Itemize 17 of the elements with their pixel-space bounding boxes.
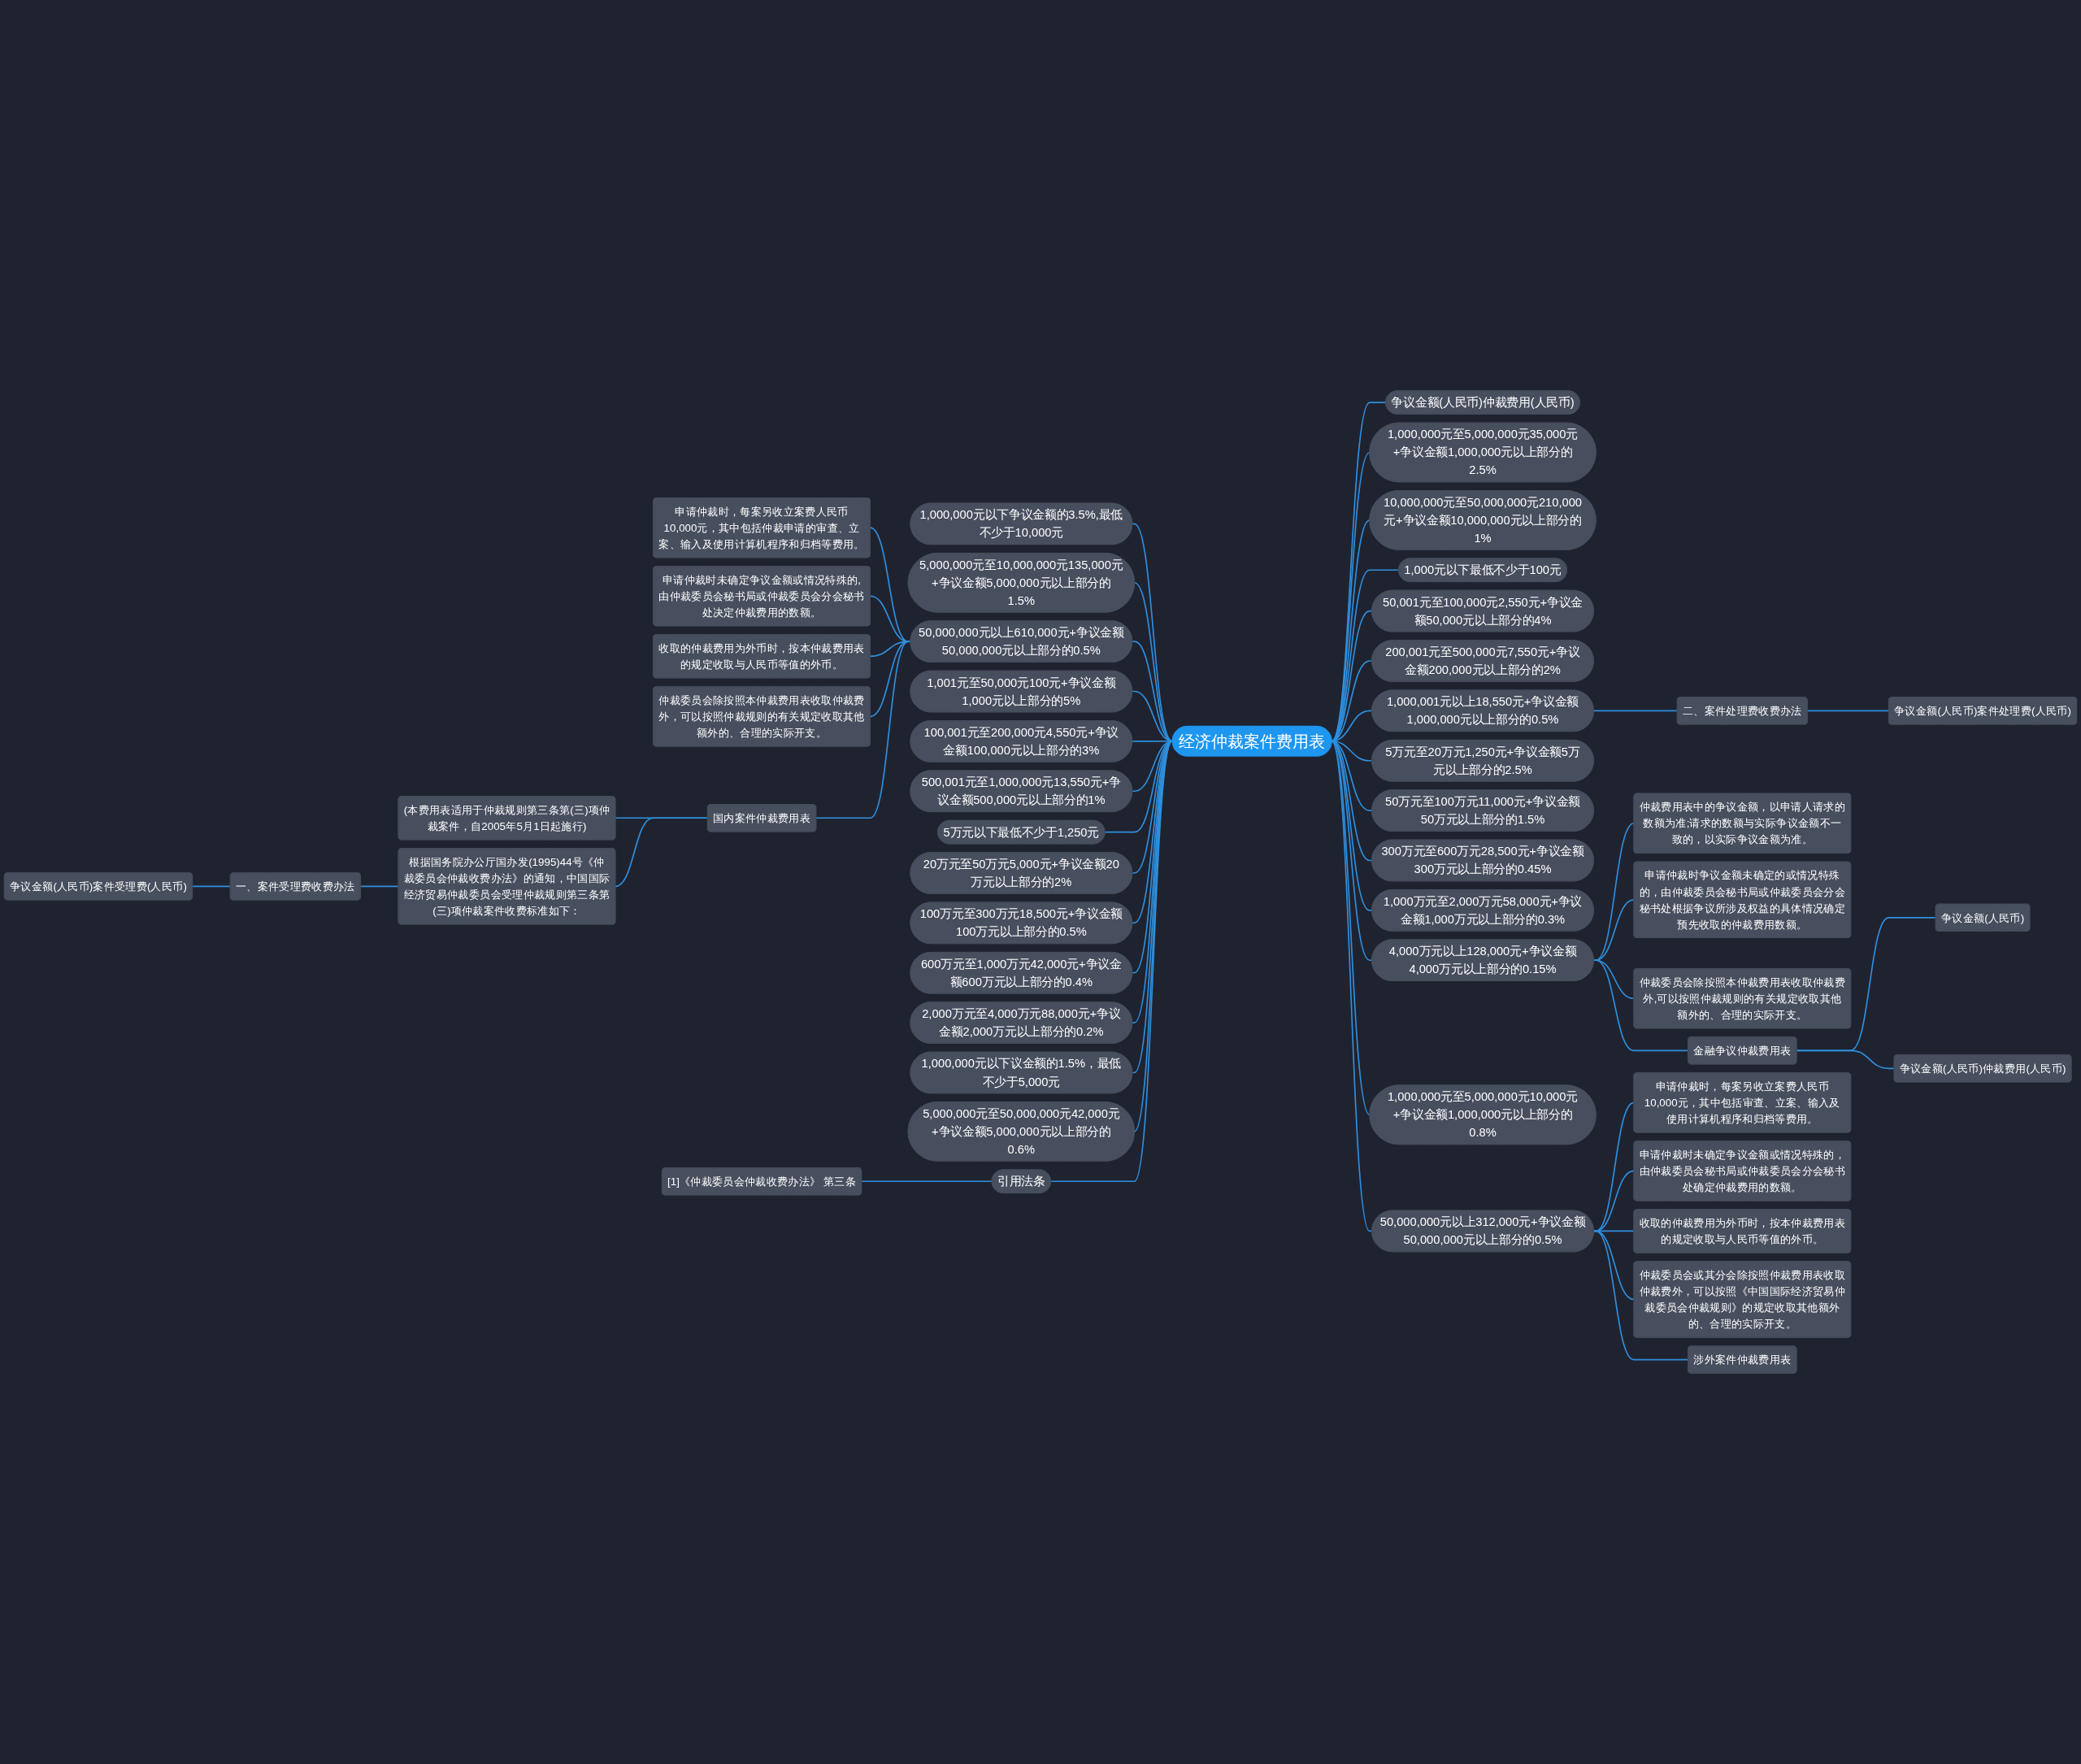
connector	[1331, 451, 1371, 742]
connector	[1331, 740, 1373, 1232]
connector	[1049, 740, 1174, 1183]
connector	[191, 885, 232, 888]
connector	[1806, 710, 1890, 712]
connector	[860, 1180, 993, 1183]
connector	[1331, 740, 1373, 962]
connector	[1592, 959, 1689, 1052]
connector	[1592, 710, 1679, 712]
connector	[1133, 581, 1174, 742]
connector	[615, 817, 709, 888]
connector	[1592, 1230, 1689, 1361]
connector	[1331, 740, 1371, 1116]
connector	[1131, 523, 1174, 742]
connector	[1796, 1049, 1895, 1070]
connector	[359, 885, 399, 888]
connector	[1331, 402, 1387, 742]
